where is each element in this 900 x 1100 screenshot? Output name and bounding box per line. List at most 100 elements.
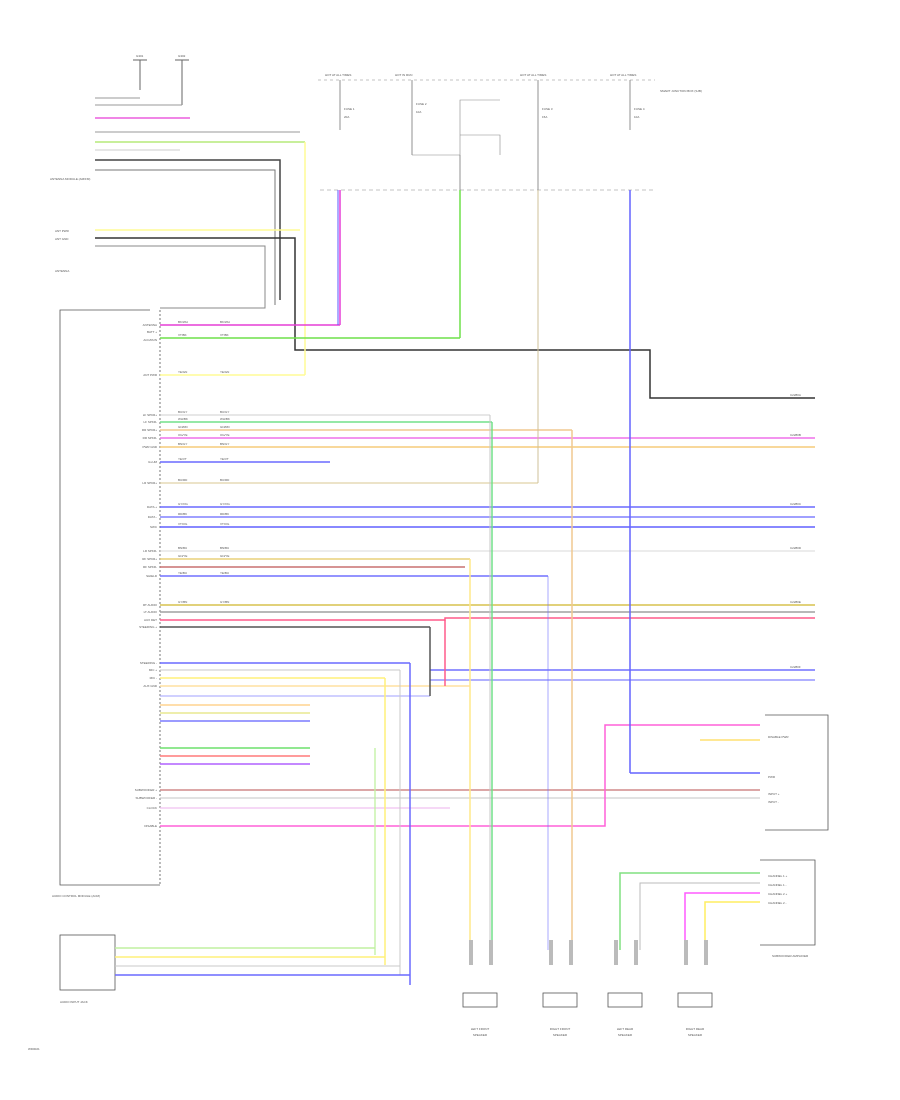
wire-code-11: GY/OG [220,502,231,506]
speaker-body-2 [542,992,578,1008]
wire-label-6: GN/RD [178,425,189,429]
wire-code-9: YE/VT [220,457,229,461]
speaker-label-b-2: SPEAKER [553,1033,568,1037]
wire-label-4: BU/GY [178,410,187,414]
antenna-label: ANTENNA [55,269,69,273]
wire-label-9: YE/VT [178,457,187,461]
subwoofer-title: SUBWOOFER AMPLIFIER [772,954,809,958]
wire-code-10: BU/RD [220,478,230,482]
acm-pin-13: SWC [150,525,158,529]
acm-pin-5: LF SPKR+ [143,413,158,417]
acm-pin-16: RF SPKR+ [142,557,157,561]
disable-pwr-module: DISABLE PWR PWR INPUT + INPUT - [700,714,829,831]
ground-label-2: G302 [178,54,186,58]
wire-label-7: OG/YE [178,433,188,437]
top-left-wiring: ANTENNA MODULE (AM/FM) ANT PWR ANT GND A… [50,97,815,399]
speaker-terminal-3-2 [634,940,638,965]
speaker-terminal-4-2 [704,940,708,965]
speaker-terminal-2-2 [569,940,573,965]
antenna-module-label: ANTENNA MODULE (AM/FM) [50,177,90,181]
right-connector-6: C2280F [790,665,801,669]
fuse-4-label: HOT AT ALL TIMES [610,73,636,77]
fuse-3-amps: 15A [542,115,547,119]
acm-pin-10: ILLUM [148,460,157,464]
wire-code-13: VT/OG [220,522,230,526]
wire-code-1: BK/WH [220,320,230,324]
amp-pin-3: INPUT - [768,800,779,804]
acm-pin-8: RR SPKR- [143,436,157,440]
speaker-terminal-2-1 [549,940,553,965]
speaker-terminal-1-1 [469,940,473,965]
right-connector-5: C2280E [790,600,801,604]
acm-pin-24: MIC + [149,668,157,672]
speaker-label-4: RIGHT REAR [686,1027,705,1031]
acm-pin-7: RR SPKR+ [142,428,157,432]
fuse-4-name: FUSE 4 [634,107,645,111]
wire-code-8: BN/GY [220,442,229,446]
acm-pin-18: SHIELD [146,574,158,578]
fuse-2-name: FUSE 2 [416,102,427,106]
ant-gnd-label: ANT GND [55,237,69,241]
speaker-body-3 [607,992,643,1008]
acm-pin-27: SUBWOOFER + [135,788,158,792]
acm-pin-23: STEERING - [140,661,157,665]
fuse-4-amps: 10A [634,115,639,119]
amp-pin-2: INPUT + [768,792,780,796]
speaker-terminal-1-2 [489,940,493,965]
wire-code-14: BN/BU [220,546,229,550]
wire-code-7: OG/YE [220,433,230,437]
wire-code-2: VT/BK [220,333,229,337]
amp-pin-1: PWR [768,775,776,779]
speaker-label-2: RIGHT FRONT [550,1027,571,1031]
acm-pin-6: LF SPKR- [143,420,157,424]
subwoofer-amplifier: SUBWOOFER AMPLIFIER CHANNEL 1 + CHANNEL … [619,859,816,958]
acm-pin-30: DISABLE [144,824,157,828]
wire-label-12: RD/BK [178,512,187,516]
speaker-label-1: LEFT FRONT [471,1027,490,1031]
wire-label-11: GY/OG [178,502,189,506]
acm-pin-22: STEERING + [139,625,157,629]
ant-pwr-label: ANT PWR [55,229,70,233]
acm-pin-9: PWR GND [143,445,158,449]
fuse-2-label: HOT IN RUN [395,73,412,77]
ground-g301: G301 [133,54,147,90]
wire-label-3: YE/GN [178,370,187,374]
right-connector-2: C2280B [790,433,801,437]
right-connector-4: C2280D [790,546,802,550]
wire-code-3: YE/GN [220,370,229,374]
wire-label-8: BN/GY [178,442,187,446]
wire-code-12: RD/BK [220,512,229,516]
fuse-block: HOT AT ALL TIMES HOT IN RUN HOT AT ALL T… [318,73,702,195]
wire-label-16: YE/BU [178,571,187,575]
acm-pin-19: RT AUDIO [143,603,158,607]
wire-label-13: VT/OG [178,522,188,526]
speaker-label-b-3: SPEAKER [618,1033,633,1037]
acm-pin-20: LT AUDIO [144,610,158,614]
fuse-3-label: HOT AT ALL TIMES [520,73,546,77]
wire-code-17: GY/BN [220,600,229,604]
acm-pin-28: SUBWOOFER - [136,796,158,800]
sub-pin-3: CHANNEL 2 + [768,892,788,896]
acm-pin-15: LR SPKR- [143,549,157,553]
speaker-body-4 [677,992,713,1008]
acm-pin-11: DATA + [147,505,157,509]
fuse-1-name: FUSE 1 [344,107,355,111]
sub-pin-1: CHANNEL 1 + [768,874,788,878]
wire-code-5: WH/BK [220,417,230,421]
acm-pin-26: AUX GND [143,684,158,688]
amp-module-title: DISABLE PWR [768,735,789,739]
acm-label: AUDIO CONTROL MODULE (ACM) [52,894,100,898]
acm-pin-14: LR SPKR+ [142,481,157,485]
wire-label-10: BU/RD [178,478,188,482]
acm-pin-4: ANT PWR [143,373,158,377]
wire-label-14: BN/BU [178,546,187,550]
right-connector-1: C2280A [790,393,801,397]
wire-label-5: WH/BK [178,417,188,421]
wire-label-17: GY/BN [178,600,187,604]
wire-code-15: GN/YE [220,554,229,558]
